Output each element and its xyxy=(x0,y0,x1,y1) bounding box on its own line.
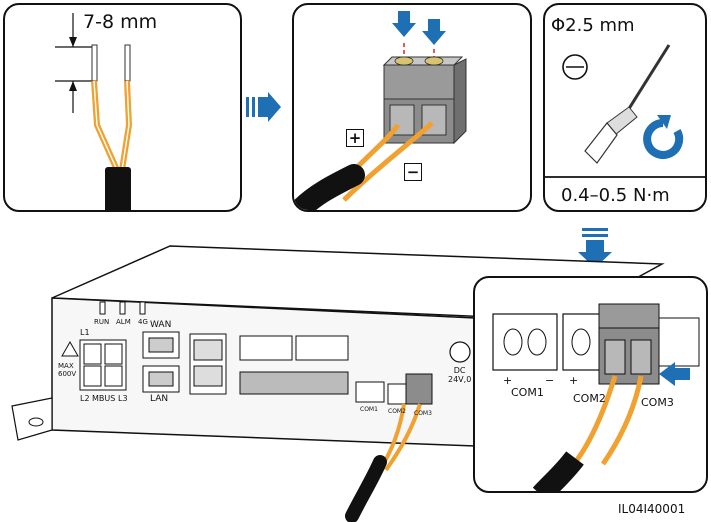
zoom-com2-plus: + xyxy=(569,374,579,387)
l3-label: L3 xyxy=(118,394,128,403)
screwdriver-illustration xyxy=(545,44,705,178)
led-4g-label: 4G xyxy=(138,318,148,326)
tool-panel: Φ2.5 mm 0.4–0.5 N·m xyxy=(543,3,707,212)
strip-length-label: 7-8 mm xyxy=(83,11,158,33)
zoom-com1-label: COM1 xyxy=(511,386,544,399)
mbus-label: MBUS xyxy=(92,394,116,403)
terminal-panel: + − xyxy=(292,3,532,212)
zoom-panel: + − COM1 + COM2 COM3 xyxy=(473,276,708,493)
device-com1-label: COM1 xyxy=(360,406,378,413)
device-com3-label: COM3 xyxy=(414,410,432,417)
lan-label: LAN xyxy=(150,394,169,404)
zoom-com3-label: COM3 xyxy=(641,396,674,409)
l2-label: L2 xyxy=(80,394,90,403)
led-run-label: RUN xyxy=(94,318,110,326)
terminal-illustration xyxy=(294,11,467,210)
down-arrow-icon xyxy=(578,228,612,268)
zoom-com1-plus: + xyxy=(503,374,513,387)
wan-label: WAN xyxy=(150,320,172,330)
right-arrow-icon xyxy=(246,92,281,122)
zoom-com1-minus: − xyxy=(545,374,555,387)
minus-symbol: − xyxy=(404,163,422,181)
stripped-wire-illustration xyxy=(55,13,133,210)
dc-label: DC 24V,0 xyxy=(448,366,472,384)
device-com2-label: COM2 xyxy=(388,408,406,415)
zoom-com-ports-illustration xyxy=(492,303,700,491)
screwdriver-size-label: Φ2.5 mm xyxy=(551,15,635,36)
l1-label: L1 xyxy=(80,328,90,337)
figure-id: IL04I40001 xyxy=(618,502,686,516)
plus-symbol: + xyxy=(346,129,364,147)
strip-wire-panel: 7-8 mm xyxy=(3,3,242,212)
max-voltage-label: MAX 600V xyxy=(58,362,77,378)
zoom-com2-label: COM2 xyxy=(573,392,606,405)
led-alm-label: ALM xyxy=(116,318,131,326)
torque-label: 0.4–0.5 N·m xyxy=(561,185,670,206)
